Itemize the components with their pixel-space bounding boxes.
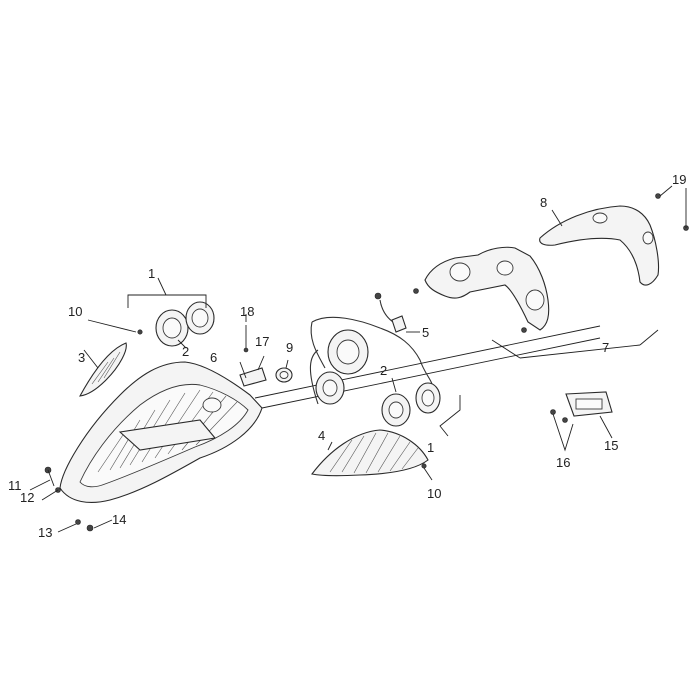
callout-13: 13 (38, 525, 52, 540)
callout-4: 4 (318, 428, 325, 443)
callout-1-right: 1 (427, 440, 434, 455)
callout-5: 5 (422, 325, 429, 340)
wiring-harness-part-5 (309, 292, 433, 405)
callout-6: 6 (210, 350, 217, 365)
leader-lines (29, 185, 673, 533)
callout-2-right: 2 (380, 363, 387, 378)
center-small-parts (239, 325, 293, 387)
left-turn-lens-part-3 (79, 342, 127, 397)
callout-17: 17 (255, 334, 269, 349)
callout-3: 3 (78, 350, 85, 365)
leader-7-left (491, 339, 521, 359)
callout-10-right: 10 (427, 486, 441, 501)
callout-1-left: 1 (148, 266, 155, 281)
callout-16: 16 (556, 455, 570, 470)
rear-housing-part-7 (413, 246, 550, 333)
front-housing-part-6 (59, 325, 601, 503)
callout-19: 19 (672, 172, 686, 187)
callout-2-left: 2 (182, 344, 189, 359)
front-socket-group-right (381, 382, 441, 427)
leader-7-end (639, 329, 659, 346)
left-lower-fasteners (44, 466, 94, 532)
rear-cover-part-8 (539, 188, 689, 286)
callout-10-left: 10 (68, 304, 82, 319)
callout-14: 14 (112, 512, 126, 527)
callout-7: 7 (602, 340, 609, 355)
callout-9: 9 (286, 340, 293, 355)
leader-7-right (519, 344, 641, 359)
callout-15: 15 (604, 438, 618, 453)
right-turn-lens-part-4 (311, 429, 429, 477)
plate-light-part-15 (550, 391, 613, 423)
callout-11: 11 (8, 478, 22, 493)
front-socket-group-left (137, 301, 215, 347)
callout-12: 12 (20, 490, 34, 505)
callout-18: 18 (240, 304, 254, 319)
callout-8: 8 (540, 195, 547, 210)
